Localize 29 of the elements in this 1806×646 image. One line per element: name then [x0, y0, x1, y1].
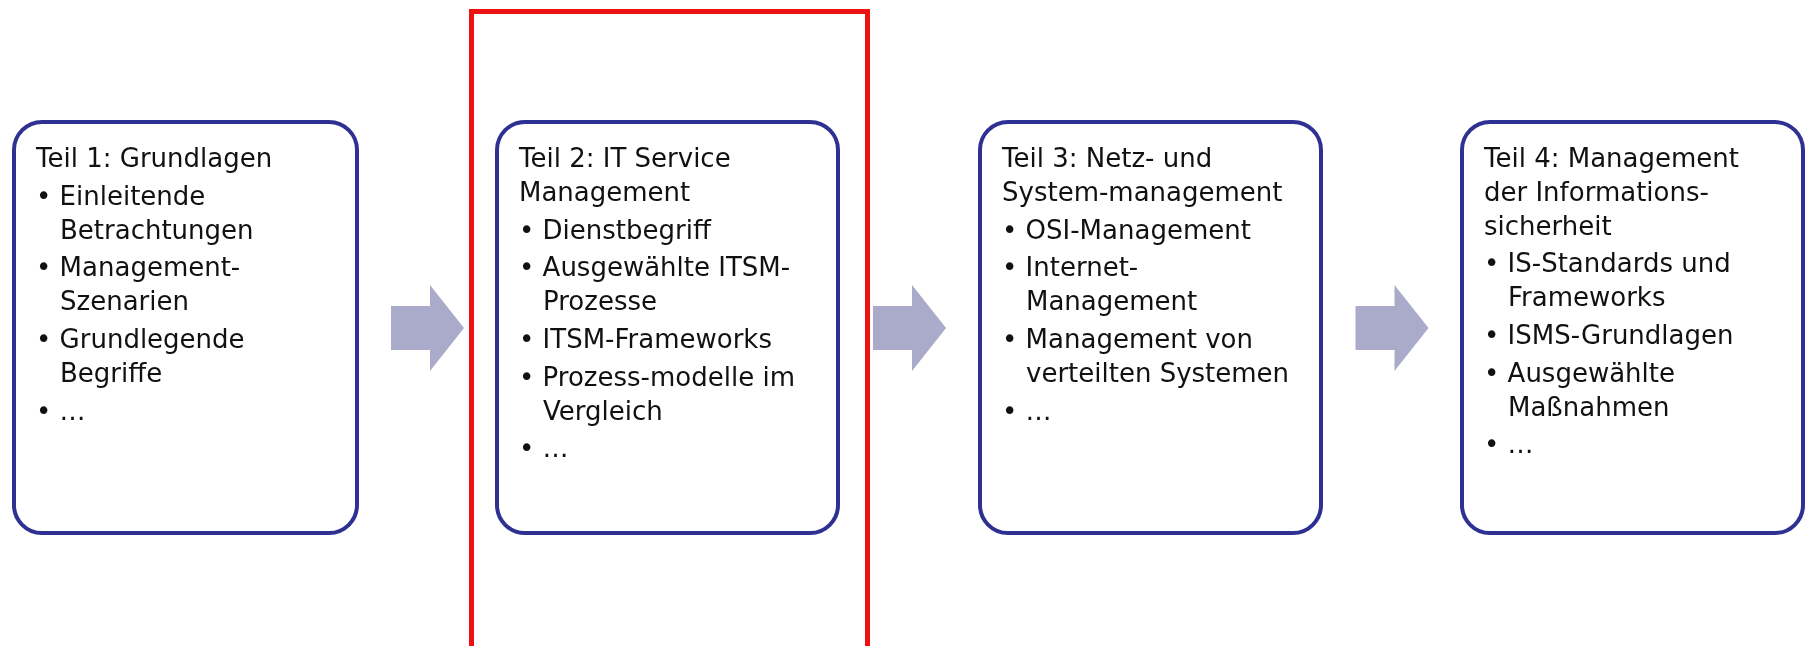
bullet-item: • ITSM-Frameworks — [519, 323, 773, 356]
block-arrow — [1355, 285, 1429, 371]
bullet-item: • Einleitende Betrachtungen — [36, 179, 255, 247]
bullet-item: • Management- Szenarien — [36, 251, 242, 319]
bullet-item: • Grundlegende Begriffe — [36, 323, 246, 390]
block-arrow — [391, 285, 464, 371]
card-heading: Teil 3: Netz- und System-management — [1002, 142, 1284, 209]
topic-card — [12, 120, 359, 535]
highlight-frame — [469, 9, 870, 646]
bullet-item: • IS-Standards und Frameworks — [1484, 247, 1732, 315]
card-heading: Teil 1: Grundlagen — [36, 142, 274, 175]
bullet-item: • Dienstbegriff — [519, 213, 713, 247]
bullet-item: • … — [1002, 394, 1053, 428]
bullet-item: • Ausgewählte Maßnahmen — [1484, 356, 1676, 424]
bullet-item: • … — [1484, 428, 1535, 462]
bullet-item: • Internet- Management — [1002, 251, 1199, 319]
bullet-item: • OSI-Management — [1002, 213, 1252, 247]
topic-card — [1460, 120, 1805, 535]
card-heading: Teil 4: Management der Informations- sicherheit — [1484, 142, 1740, 243]
topic-card — [495, 120, 840, 535]
bullet-item: • Prozess-modelle im Vergleich — [519, 360, 796, 428]
block-arrow — [873, 285, 946, 371]
bullet-item: • Management von verteilten Systemen — [1002, 323, 1291, 390]
bullet-item: • Ausgewählte ITSM-Prozesse — [519, 251, 792, 319]
topic-card — [978, 120, 1323, 535]
bullet-item: • … — [519, 432, 570, 466]
bullet-item: • ISMS-Grundlagen — [1484, 319, 1735, 352]
bullet-item: • … — [36, 394, 87, 428]
card-heading: Teil 2: IT Service Management — [519, 142, 732, 209]
